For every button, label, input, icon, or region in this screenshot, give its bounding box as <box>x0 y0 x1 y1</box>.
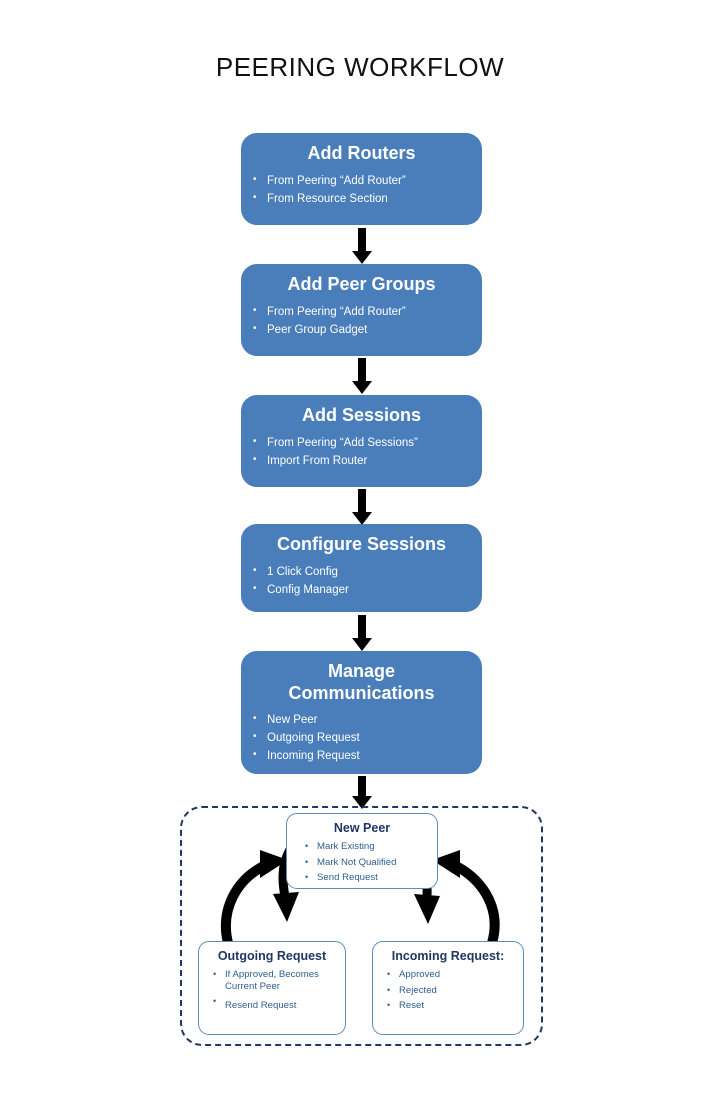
arrow-shaft <box>358 489 366 512</box>
flow-step-title: Add Routers <box>307 143 416 163</box>
cycle-box-items: Approved Rejected Reset <box>373 967 523 1013</box>
list-item: Approved <box>373 967 523 982</box>
cycle-box-items: If Approved, Becomes Current Peer Resend… <box>199 967 345 1013</box>
list-item: Send Request <box>287 870 437 885</box>
connector-arrow-3 <box>352 489 372 525</box>
connector-arrow-1 <box>352 228 372 264</box>
flow-step-add-routers[interactable]: Add Routers From Peering “Add Router” Fr… <box>241 133 482 225</box>
list-item: Import From Router <box>241 452 482 470</box>
list-item: Mark Existing <box>287 839 437 854</box>
flow-step-items: From Peering “Add Router” Peer Group Gad… <box>241 303 482 339</box>
cycle-box-outgoing-request[interactable]: Outgoing Request If Approved, Becomes Cu… <box>198 941 346 1035</box>
list-item: Incoming Request <box>241 747 482 765</box>
list-item: Mark Not Qualified <box>287 855 437 870</box>
flow-step-title: Manage Communications <box>288 661 435 703</box>
flow-step-items: From Peering “Add Router” From Resource … <box>241 172 482 208</box>
flow-step-title: Add Peer Groups <box>287 274 436 294</box>
down-arrow-icon <box>352 251 372 264</box>
list-item: Resend Request <box>199 994 345 1013</box>
cycle-box-items: Mark Existing Mark Not Qualified Send Re… <box>287 839 437 885</box>
list-item: Peer Group Gadget <box>241 321 482 339</box>
flow-step-add-peer-groups[interactable]: Add Peer Groups From Peering “Add Router… <box>241 264 482 356</box>
flow-step-title: Configure Sessions <box>276 534 447 554</box>
flow-step-items: 1 Click Config Config Manager <box>241 563 482 599</box>
cycle-box-incoming-request[interactable]: Incoming Request: Approved Rejected Rese… <box>372 941 524 1035</box>
list-item: If Approved, Becomes Current Peer <box>199 967 345 994</box>
flow-step-add-sessions[interactable]: Add Sessions From Peering “Add Sessions”… <box>241 395 482 487</box>
list-item: New Peer <box>241 711 482 729</box>
list-item: Rejected <box>373 983 523 998</box>
list-item: From Resource Section <box>241 190 482 208</box>
connector-arrow-4 <box>352 615 372 651</box>
list-item: From Peering “Add Router” <box>241 303 482 321</box>
flow-step-items: New Peer Outgoing Request Incoming Reque… <box>241 711 482 765</box>
down-arrow-icon <box>352 796 372 809</box>
page-title: PEERING WORKFLOW <box>215 52 505 82</box>
list-item: Outgoing Request <box>241 729 482 747</box>
cycle-box-title: Incoming Request: <box>391 949 505 963</box>
list-item: Config Manager <box>241 581 482 599</box>
cycle-box-title: Outgoing Request <box>217 949 327 963</box>
cycle-box-title: New Peer <box>333 821 391 835</box>
down-arrow-icon <box>352 512 372 525</box>
down-arrow-icon <box>352 381 372 394</box>
flow-step-configure-sessions[interactable]: Configure Sessions 1 Click Config Config… <box>241 524 482 612</box>
arrow-shaft <box>358 228 366 251</box>
list-item: Reset <box>373 998 523 1013</box>
arrow-shaft <box>358 615 366 638</box>
down-arrow-icon <box>352 638 372 651</box>
flow-step-title: Add Sessions <box>301 405 422 425</box>
flow-step-items: From Peering “Add Sessions” Import From … <box>241 434 482 470</box>
list-item: From Peering “Add Router” <box>241 172 482 190</box>
list-item: From Peering “Add Sessions” <box>241 434 482 452</box>
list-item: 1 Click Config <box>241 563 482 581</box>
flow-step-manage-communications[interactable]: Manage Communications New Peer Outgoing … <box>241 651 482 774</box>
connector-arrow-2 <box>352 358 372 394</box>
arrow-shaft <box>358 358 366 381</box>
connector-arrow-5 <box>352 776 372 812</box>
arrow-shaft <box>358 776 366 796</box>
cycle-group-container <box>180 806 543 1046</box>
cycle-box-new-peer[interactable]: New Peer Mark Existing Mark Not Qualifie… <box>286 813 438 889</box>
